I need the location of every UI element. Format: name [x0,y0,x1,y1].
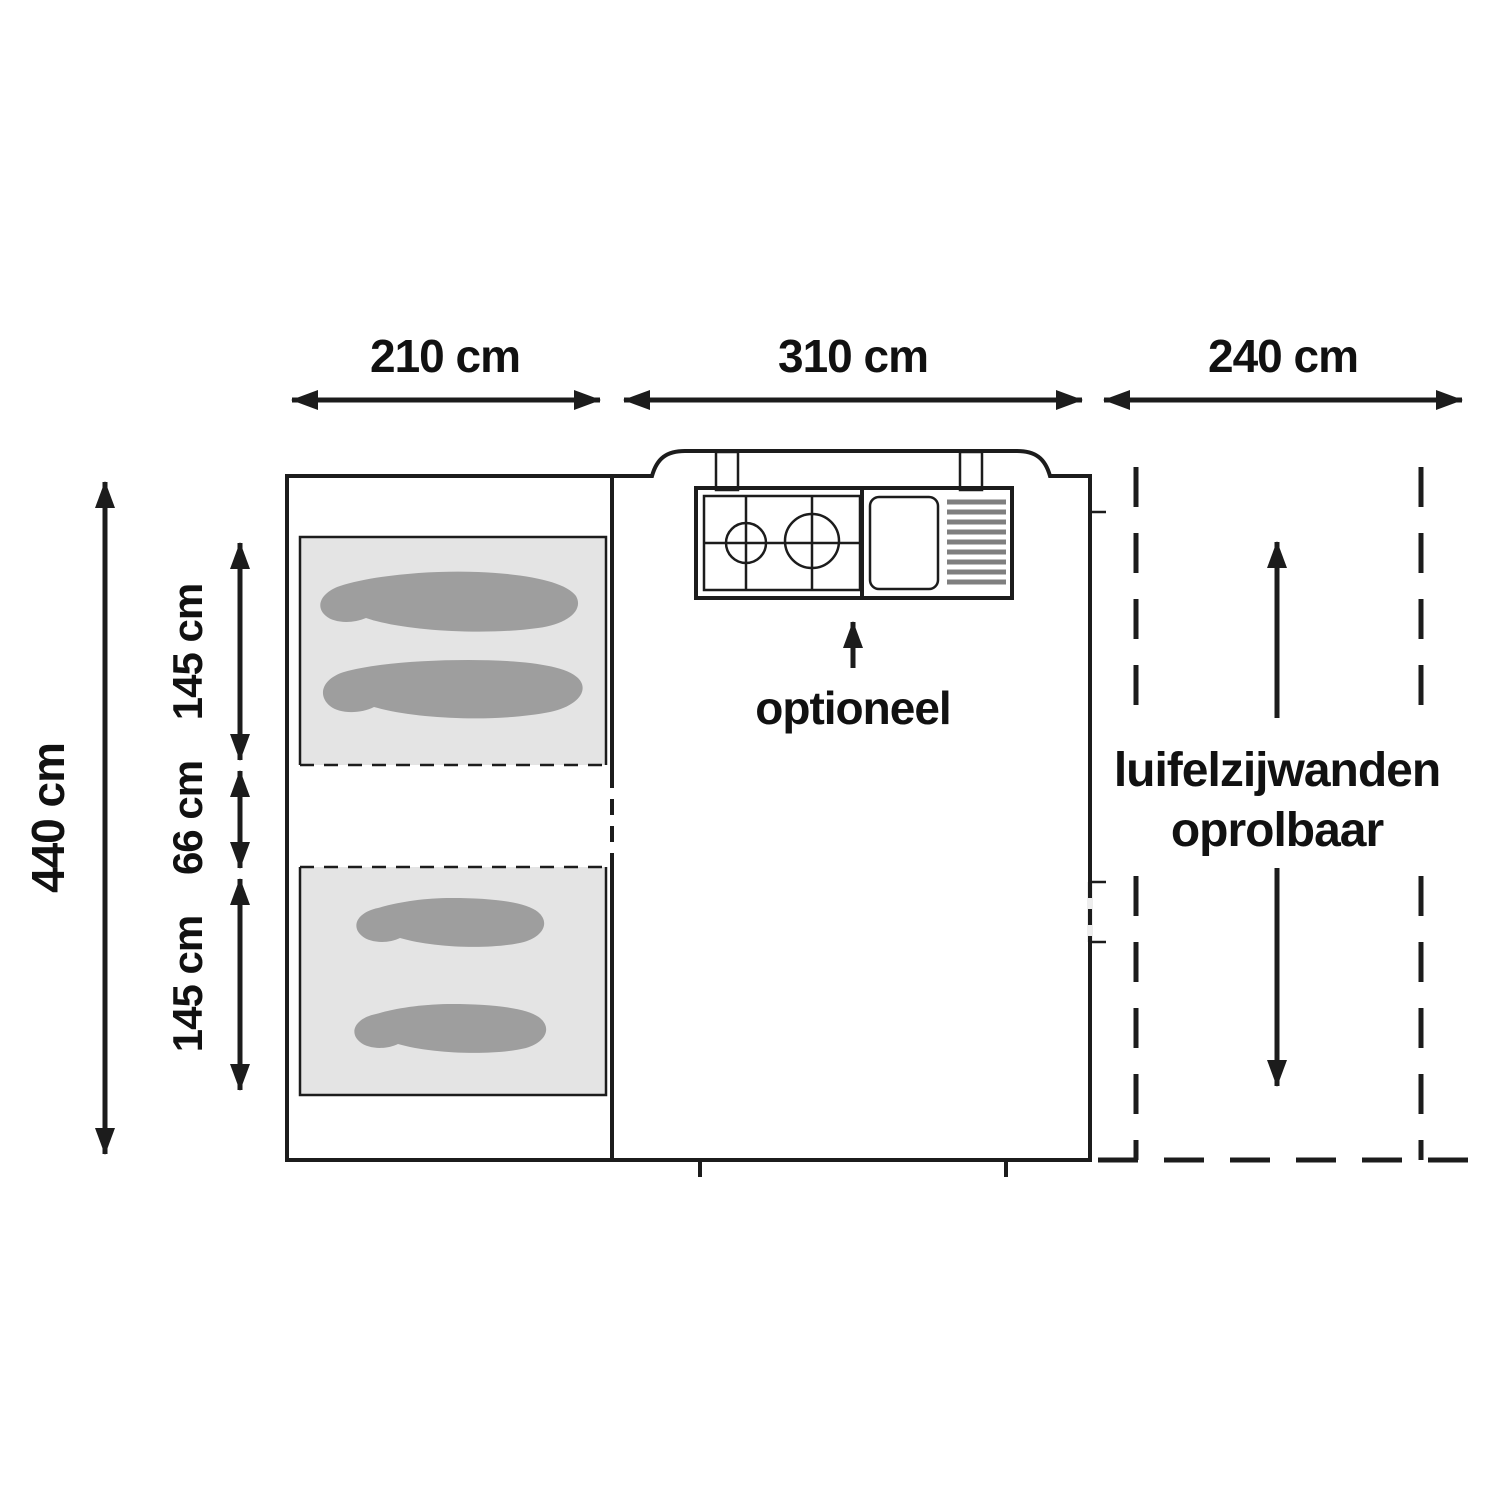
sleeping-bag-lower-2 [354,1004,547,1053]
dim-440-label: 440 cm [22,743,74,893]
lower-compartment-border [298,867,608,1097]
dimension-240: 240 cm [1103,330,1463,410]
dim-210-label: 210 cm [370,330,520,382]
dimension-66: 66 cm [164,761,250,875]
sleeping-bag-lower-1 [356,898,545,947]
kitchen-tab-right [958,450,984,492]
sidewall-label-line1: luifelzijwanden [1114,744,1440,797]
sleeping-bag-upper-2 [322,660,583,719]
sink-basin [868,495,940,591]
dim-145-bottom-label: 145 cm [164,916,211,1052]
dim-66-label: 66 cm [164,761,211,875]
awning-outline [610,449,1092,1162]
dimension-310: 310 cm [623,330,1083,410]
sleeping-bag-upper-1 [320,571,579,632]
kitchen-unit: optioneel [694,450,1014,734]
sleeping-cabin [285,474,616,1162]
dimension-210: 210 cm [291,330,601,410]
upper-compartment-fill [300,537,606,765]
stove-icon [702,494,862,592]
optional-label: optioneel [755,682,950,734]
dimension-145-top: 145 cm [164,542,250,761]
kitchen-tab-left [714,450,740,492]
upper-compartment-border [298,535,608,765]
sink-drainer [947,499,1006,585]
dim-145-top-label: 145 cm [164,584,211,720]
open-awning-area: luifelzijwanden oprolbaar [1098,467,1468,1163]
kitchen-outline [694,486,1014,600]
dimension-440: 440 cm [22,481,115,1155]
stove-burner-large [783,512,841,570]
awning-section [610,449,1106,1177]
sidewall-label-line2: oprolbaar [1171,804,1384,857]
dim-240-label: 240 cm [1208,330,1358,382]
dimension-145-bottom: 145 cm [164,878,250,1091]
sink-icon [868,495,1006,591]
stove-burner-small [724,521,768,565]
dim-310-label: 310 cm [778,330,928,382]
